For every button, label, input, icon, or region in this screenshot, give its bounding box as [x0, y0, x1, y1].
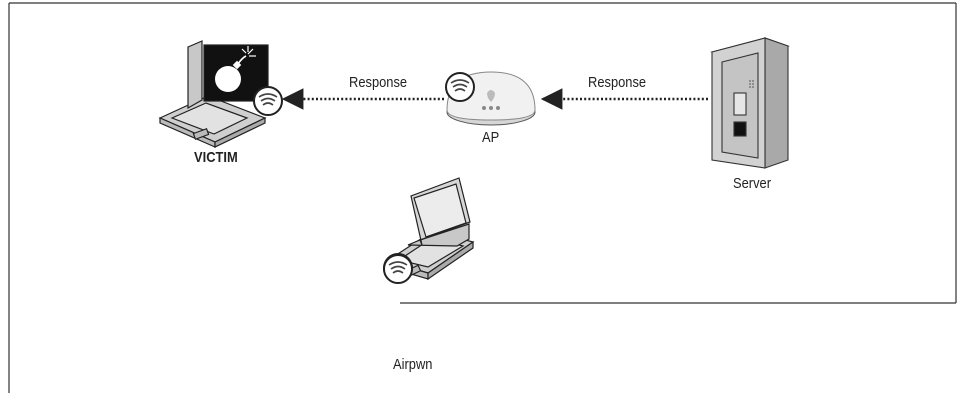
- airpwn-label: Airpwn: [393, 356, 433, 373]
- airpwn-wifi-badge-drawn-icon: [383, 254, 413, 284]
- bomb-screen-icon: [203, 44, 269, 102]
- server-label: Server: [733, 175, 772, 192]
- ap-label: AP: [482, 129, 500, 146]
- server-tower-icon: [710, 37, 790, 169]
- diagram-frame: [8, 2, 957, 393]
- ap-wifi-badge-icon: [445, 72, 475, 102]
- victim-label: VICTIM: [194, 149, 238, 166]
- wifi-badge-icon: [253, 86, 283, 116]
- edge-label-server-to-ap: Response: [588, 74, 647, 91]
- edge-label-ap-to-victim: Response: [349, 74, 408, 91]
- victim-laptop-icon: [158, 40, 267, 148]
